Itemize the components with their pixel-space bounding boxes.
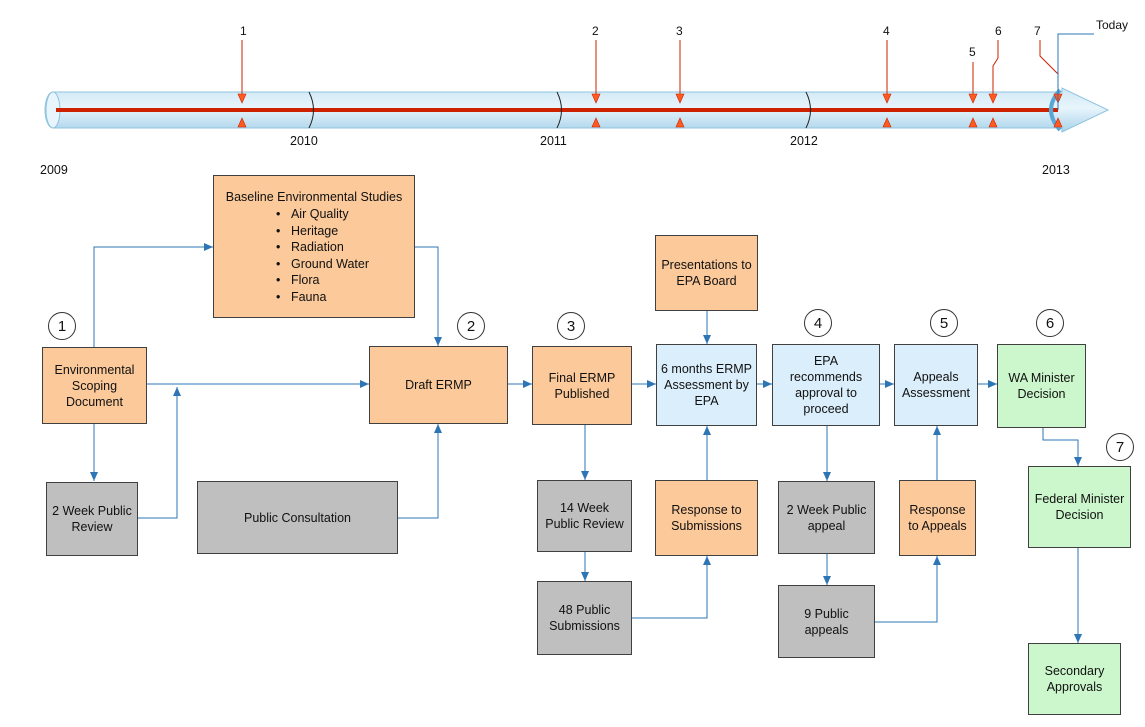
forty-eight-public-submissions-box: 48 Public Submissions — [537, 581, 632, 655]
appeals-assessment-box: Appeals Assessment — [894, 344, 978, 426]
milestone-marker-bottom — [237, 117, 247, 128]
list-item: Fauna — [259, 289, 369, 306]
milestone-label-2: 2 — [592, 24, 599, 38]
list-item: Heritage — [259, 223, 369, 240]
connector-baseline-draft — [415, 246, 442, 346]
response-to-appeals-box: Response to Appeals — [899, 480, 976, 556]
draft-ermp-box: Draft ERMP — [369, 346, 508, 424]
year-separator — [805, 91, 811, 129]
milestone-marker-bottom — [591, 117, 601, 128]
fourteen-week-public-review-box: 14 Week Public Review — [537, 480, 632, 552]
step-number-1: 1 — [48, 312, 76, 340]
today-pointer — [1057, 33, 1094, 110]
response-to-submissions-box: Response to Submissions — [655, 480, 758, 556]
today-label: Today — [1096, 18, 1129, 32]
baseline-title: Baseline Environmental Studies — [225, 190, 403, 204]
baseline-environmental-studies-box: Baseline Environmental Studies Air Quali… — [213, 175, 415, 318]
year-separator — [556, 91, 562, 129]
year-separator — [308, 91, 314, 129]
milestone-marker-top — [237, 93, 247, 104]
milestone-marker-line — [992, 40, 999, 96]
milestone-marker-top — [882, 93, 892, 104]
milestone-marker-top — [675, 93, 685, 104]
environmental-scoping-document-box: Environmental Scoping Document — [42, 347, 147, 424]
connector-wa-federal — [1042, 428, 1082, 466]
year-label-2011: 2011 — [540, 134, 567, 148]
ermp-assessment-by-epa-box: 6 months ERMP Assessment by EPA — [656, 344, 757, 426]
step-number-3: 3 — [557, 312, 585, 340]
milestone-marker-bottom — [675, 117, 685, 128]
step-number-6: 6 — [1036, 309, 1064, 337]
milestone-label-7: 7 — [1034, 24, 1041, 38]
milestone-label-5: 5 — [969, 45, 976, 59]
milestone-marker-top — [968, 93, 978, 104]
public-consultation-box: Public Consultation — [197, 481, 398, 554]
year-label-2012: 2012 — [790, 134, 818, 148]
year-label-2009: 2009 — [40, 163, 68, 177]
milestone-label-1: 1 — [240, 24, 247, 38]
two-week-public-review-box: 2 Week Public Review — [46, 482, 138, 556]
connector-appeals9-response — [875, 556, 941, 623]
final-ermp-published-box: Final ERMP Published — [532, 346, 632, 425]
connector-scoping-baseline — [93, 243, 213, 347]
milestone-marker-bottom — [1053, 117, 1063, 128]
connector-consultation-draft — [398, 424, 442, 519]
milestone-label-4: 4 — [883, 24, 890, 38]
milestone-marker-top — [591, 93, 601, 104]
connector-review-up — [138, 387, 181, 519]
milestone-marker-top — [988, 93, 998, 104]
milestone-marker-bottom — [988, 117, 998, 128]
epa-recommends-approval-box: EPA recommends approval to proceed — [772, 344, 880, 426]
year-label-2013: 2013 — [1042, 163, 1070, 177]
list-item: Flora — [259, 272, 369, 289]
baseline-studies-list: Air Quality Heritage Radiation Ground Wa… — [259, 206, 369, 305]
wa-minister-decision-box: WA Minister Decision — [997, 344, 1086, 428]
connector-sub48-response — [632, 556, 711, 619]
list-item: Air Quality — [259, 206, 369, 223]
step-number-2: 2 — [457, 312, 485, 340]
federal-minister-decision-box: Federal Minister Decision — [1028, 466, 1131, 548]
year-label-2010: 2010 — [290, 134, 318, 148]
milestone-label-6: 6 — [995, 24, 1002, 38]
nine-public-appeals-box: 9 Public appeals — [778, 585, 875, 658]
milestone-marker-bottom — [968, 117, 978, 128]
milestone-label-3: 3 — [676, 24, 683, 38]
list-item: Ground Water — [259, 256, 369, 273]
step-number-7: 7 — [1106, 433, 1134, 461]
two-week-public-appeal-box: 2 Week Public appeal — [778, 481, 875, 554]
milestone-arrows — [237, 40, 1063, 128]
step-number-5: 5 — [930, 309, 958, 337]
milestone-marker-bottom — [882, 117, 892, 128]
step-number-4: 4 — [804, 309, 832, 337]
secondary-approvals-box: Secondary Approvals — [1028, 643, 1121, 715]
connectors — [90, 243, 1082, 643]
milestone-marker-line — [1039, 40, 1059, 96]
list-item: Radiation — [259, 239, 369, 256]
presentations-to-epa-board-box: Presentations to EPA Board — [655, 235, 758, 311]
